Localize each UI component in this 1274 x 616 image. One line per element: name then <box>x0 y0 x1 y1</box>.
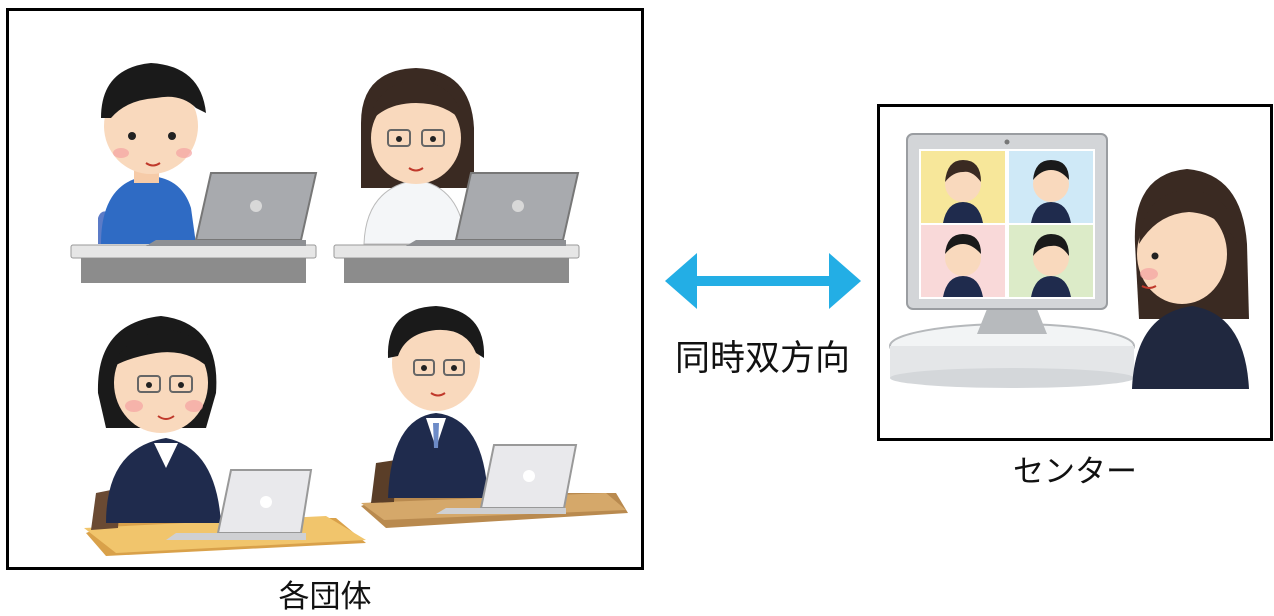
organizations-illustration <box>70 63 628 556</box>
person-man-suit <box>361 306 628 528</box>
simultaneous-bidirectional-label: 同時双方向 <box>674 339 850 379</box>
video-call-illustration <box>889 133 1249 389</box>
bidirectional-arrow-icon <box>665 253 861 309</box>
center-caption: センター <box>1013 454 1137 490</box>
person-woman-suit <box>84 316 366 556</box>
organizations-caption: 各団体 <box>278 579 372 615</box>
person-woman-viewer <box>1132 169 1249 389</box>
person-boy-blue-shirt <box>70 63 318 283</box>
organizations-panel <box>6 8 644 570</box>
person-woman-lab-coat <box>333 68 580 283</box>
center-panel <box>877 104 1273 441</box>
monitor <box>906 133 1108 310</box>
